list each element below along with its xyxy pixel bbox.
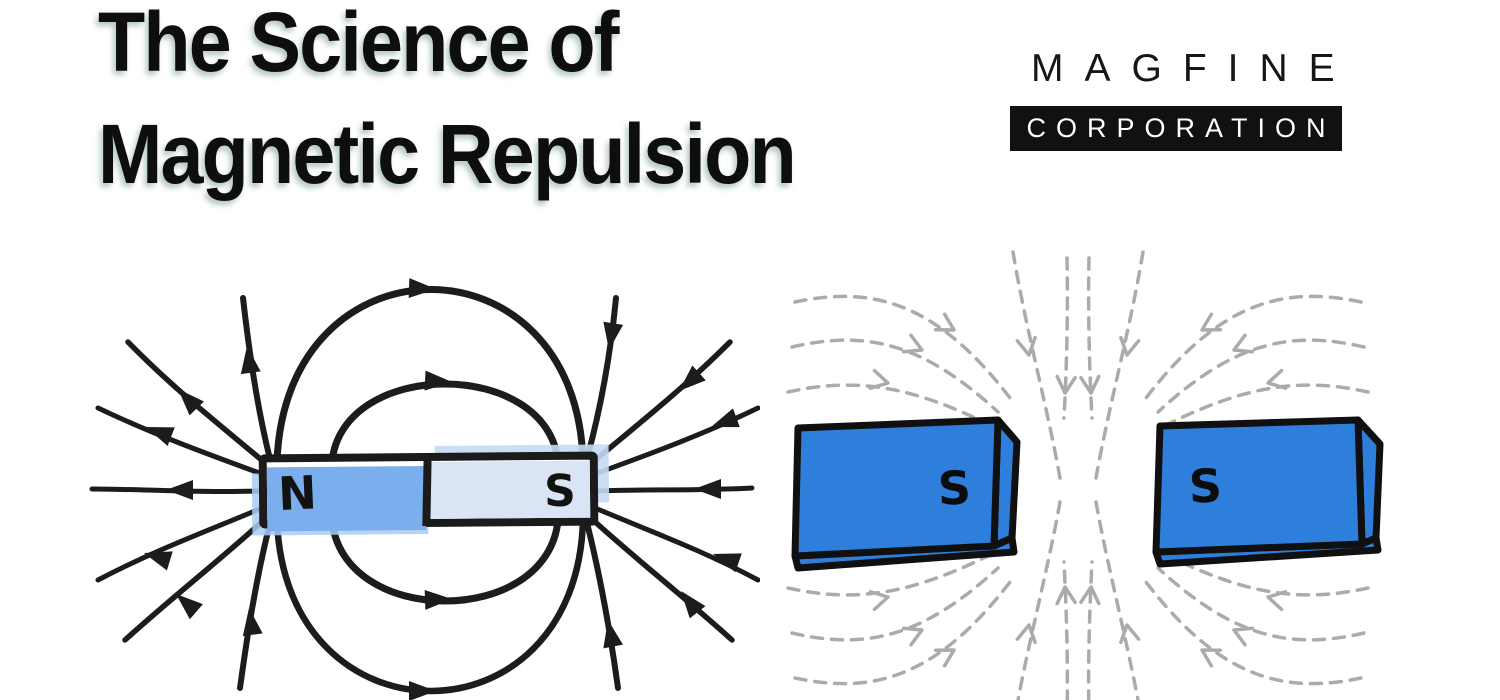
bar-magnet-pole-divider <box>422 453 432 527</box>
right-repulsion-magnet <box>1152 416 1384 568</box>
page-title-line-1: The Science of <box>98 0 619 89</box>
left-magnet-front-face <box>791 416 1002 560</box>
bar-magnet-south-half <box>427 460 591 520</box>
right-magnet-front-face <box>1152 416 1366 556</box>
page-title-line-2: Magnetic Repulsion <box>98 107 797 201</box>
logo-wordmark: MAGFINE <box>1031 47 1356 90</box>
bar-magnet-field-lines <box>89 278 760 700</box>
north-pole-label: N <box>277 465 318 521</box>
south-pole-label: S <box>544 466 576 517</box>
repulsion-figure: S S <box>786 250 1384 700</box>
company-logo: MAGFINE CORPORATION <box>1010 48 1342 151</box>
bar-magnet-figure: N S <box>89 278 760 700</box>
left-repulsion-magnet <box>791 416 1021 572</box>
bar-magnet: N S <box>251 444 610 536</box>
page-title: The Science of Magnetic Repulsion <box>98 0 797 210</box>
logo-subtitle-badge: CORPORATION <box>1010 106 1342 151</box>
bar-magnet-north-half <box>266 466 427 532</box>
left-magnet-pole-label: S <box>937 460 972 515</box>
right-magnet-pole-label: S <box>1188 458 1223 513</box>
